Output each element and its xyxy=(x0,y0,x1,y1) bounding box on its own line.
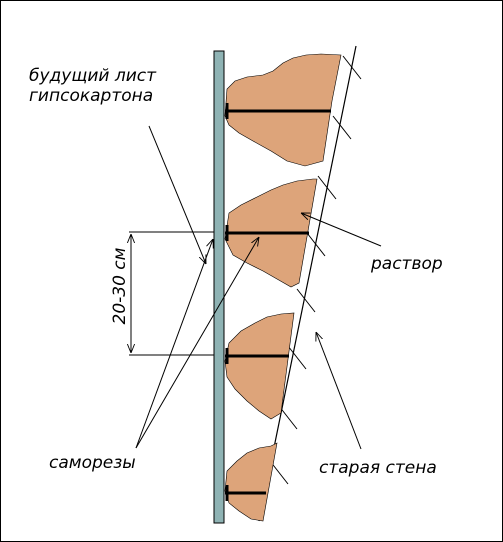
screws-label: саморезы xyxy=(49,453,136,473)
spacing-label: 20-30 см xyxy=(110,247,130,325)
mortar-blob-4 xyxy=(224,442,278,522)
drywall-board xyxy=(213,50,225,524)
mortar-blobs xyxy=(224,53,342,522)
drywall-label-line-1: будущий лист xyxy=(29,66,157,86)
mortar-leader xyxy=(301,212,382,247)
old-wall-label: старая стена xyxy=(319,458,437,478)
old-wall-leader xyxy=(316,332,362,450)
mortar-blob-3 xyxy=(224,312,295,420)
mortar-label: раствор xyxy=(371,254,443,274)
drywall-leader xyxy=(148,125,206,264)
drywall-label-line-2: гипсокартона xyxy=(29,85,154,106)
screws xyxy=(225,103,331,501)
screws-leader-1 xyxy=(135,239,213,449)
wall-hatching xyxy=(269,55,362,485)
spacing-dimension xyxy=(129,231,214,356)
drywall-label: будущий лист гипсокартона xyxy=(29,66,157,106)
leader-arrows xyxy=(135,125,382,450)
screws-leader-2 xyxy=(135,237,259,449)
